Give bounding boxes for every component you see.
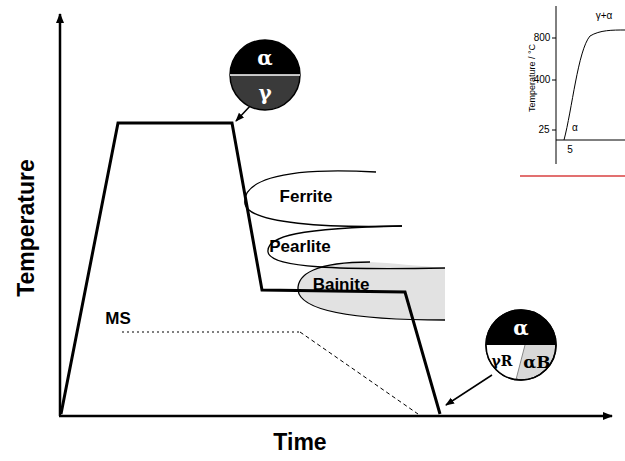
phase-label: α [572,123,578,133]
phase-circle: αγ [229,39,301,111]
phase-circle: α γR αB [485,309,557,381]
phase-symbol: αB [523,354,550,371]
temperature-axis [59,14,62,416]
ms-line [122,332,300,333]
region-label: Bainite [313,276,370,293]
inset-chart [520,6,625,176]
tick-label: 400 [534,75,551,85]
phase-symbol: α [513,318,528,338]
tick-label: 25 [538,125,549,135]
phase-symbol: γR [492,354,513,368]
phase-label: γ+α [596,11,613,21]
axis-title: Time [273,431,326,454]
temperature-label: MS [105,310,131,327]
region-label: Ferrite [280,188,333,205]
phase-symbol: γ [258,83,271,103]
pointer-arrow [446,375,492,405]
tick-label: 800 [534,33,551,43]
axis-title: Temperature [15,159,38,297]
region-label: Pearlite [269,238,330,255]
heat-treatment-path [61,123,440,414]
tick-label: 5 [567,145,573,155]
ms-cooling-line [300,332,418,414]
phase-symbol: α [257,48,272,68]
time-axis [59,415,612,418]
ferrite-curve [245,171,402,227]
